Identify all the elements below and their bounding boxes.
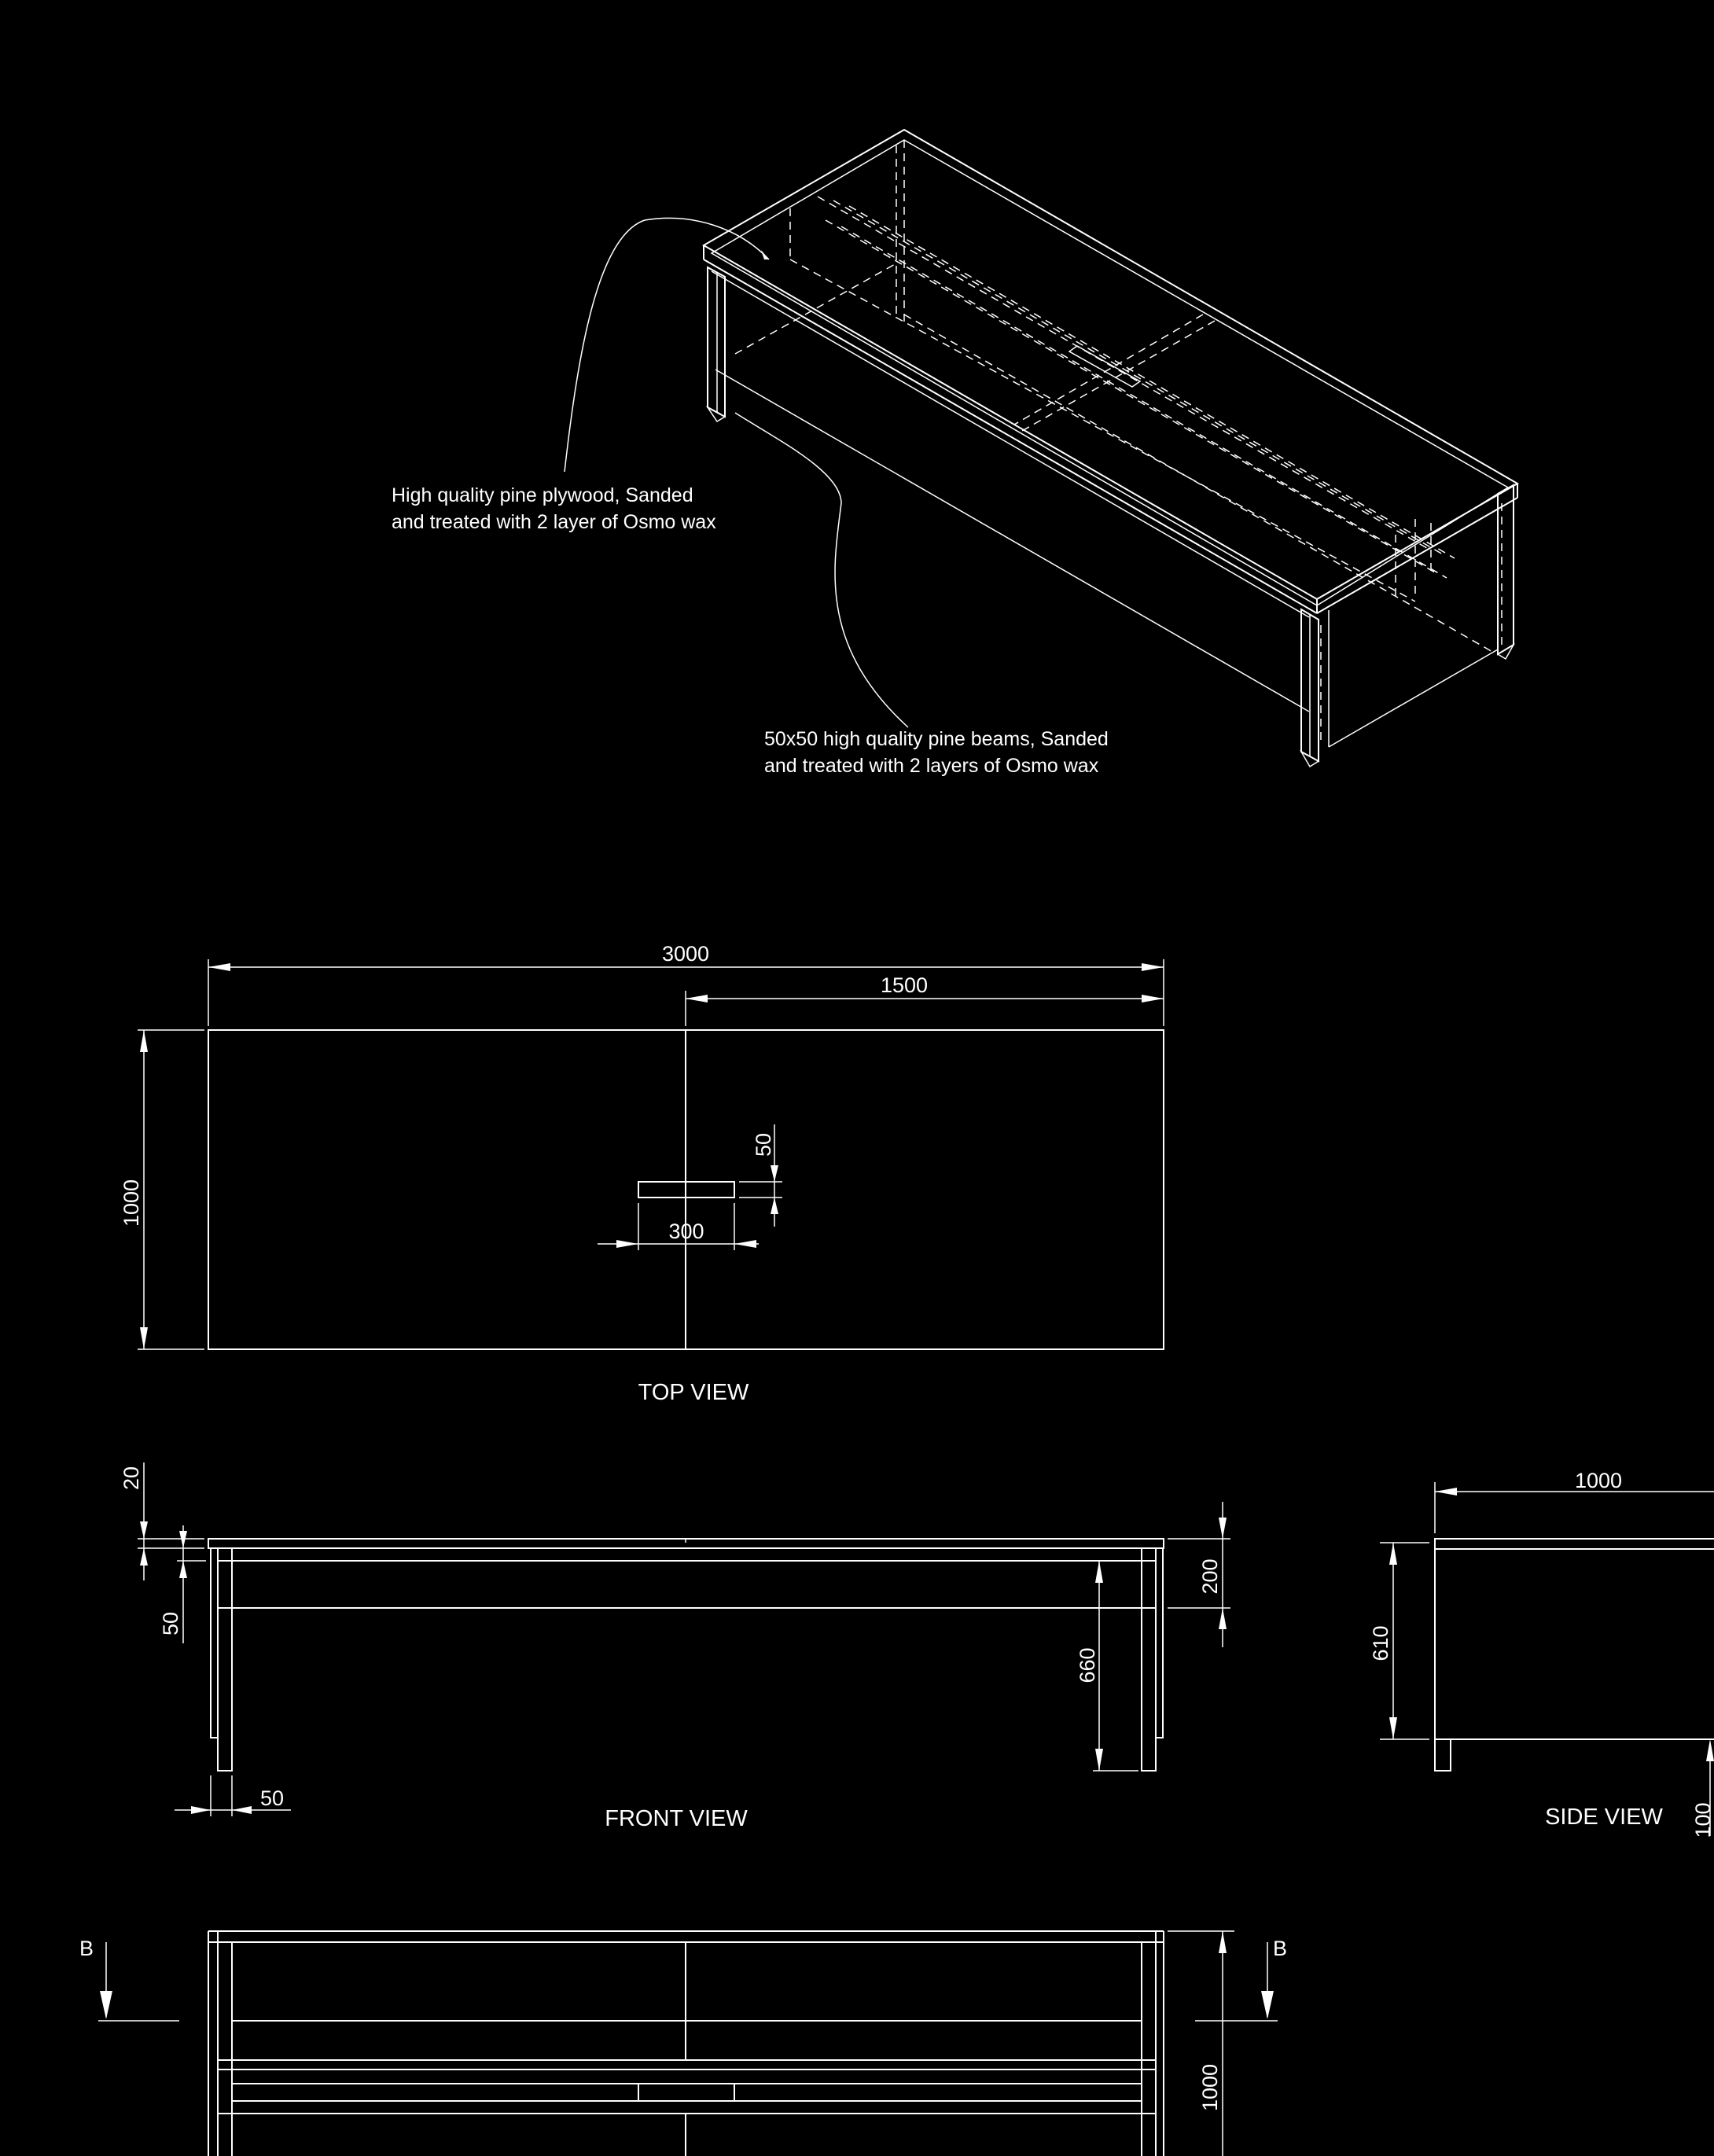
- note-plywood-line2: and treated with 2 layer of Osmo wax: [392, 511, 716, 533]
- section-view: [98, 1930, 1278, 2156]
- note-beams-line2: and treated with 2 layers of Osmo wax: [764, 755, 1099, 777]
- dim-side-100: 100: [1691, 1802, 1714, 1838]
- isometric-view: [564, 128, 1520, 768]
- dim-slot-50: 50: [752, 1133, 775, 1157]
- leader-beams: [734, 412, 909, 728]
- label-side-view: SIDE VIEW: [1545, 1805, 1663, 1830]
- dim-section-1000: 1000: [1198, 2064, 1222, 2111]
- dim-1000-top: 1000: [120, 1179, 143, 1227]
- dim-3000: 3000: [662, 942, 709, 966]
- dim-leg-50: 50: [260, 1786, 284, 1810]
- dim-200: 200: [1198, 1558, 1222, 1594]
- side-view: [1380, 1482, 1714, 1836]
- note-plywood-line1: High quality pine plywood, Sanded: [392, 484, 693, 506]
- front-view: [138, 1462, 1230, 1816]
- dim-20: 20: [120, 1466, 143, 1490]
- dim-apron-50: 50: [159, 1612, 182, 1635]
- note-beams-line1: 50x50 high quality pine beams, Sanded: [764, 728, 1109, 750]
- label-front-view: FRONT VIEW: [605, 1806, 748, 1831]
- dim-slot-300: 300: [668, 1220, 704, 1243]
- top-view: [138, 959, 1164, 1350]
- section-marker-left: B: [79, 1937, 94, 1960]
- section-marker-right: B: [1273, 1937, 1287, 1960]
- dim-660: 660: [1076, 1647, 1099, 1683]
- leader-plywood: [564, 217, 770, 473]
- dim-side-1000: 1000: [1575, 1469, 1622, 1492]
- label-top-view: TOP VIEW: [638, 1380, 749, 1405]
- dim-1500: 1500: [881, 973, 928, 997]
- dim-610: 610: [1369, 1625, 1392, 1661]
